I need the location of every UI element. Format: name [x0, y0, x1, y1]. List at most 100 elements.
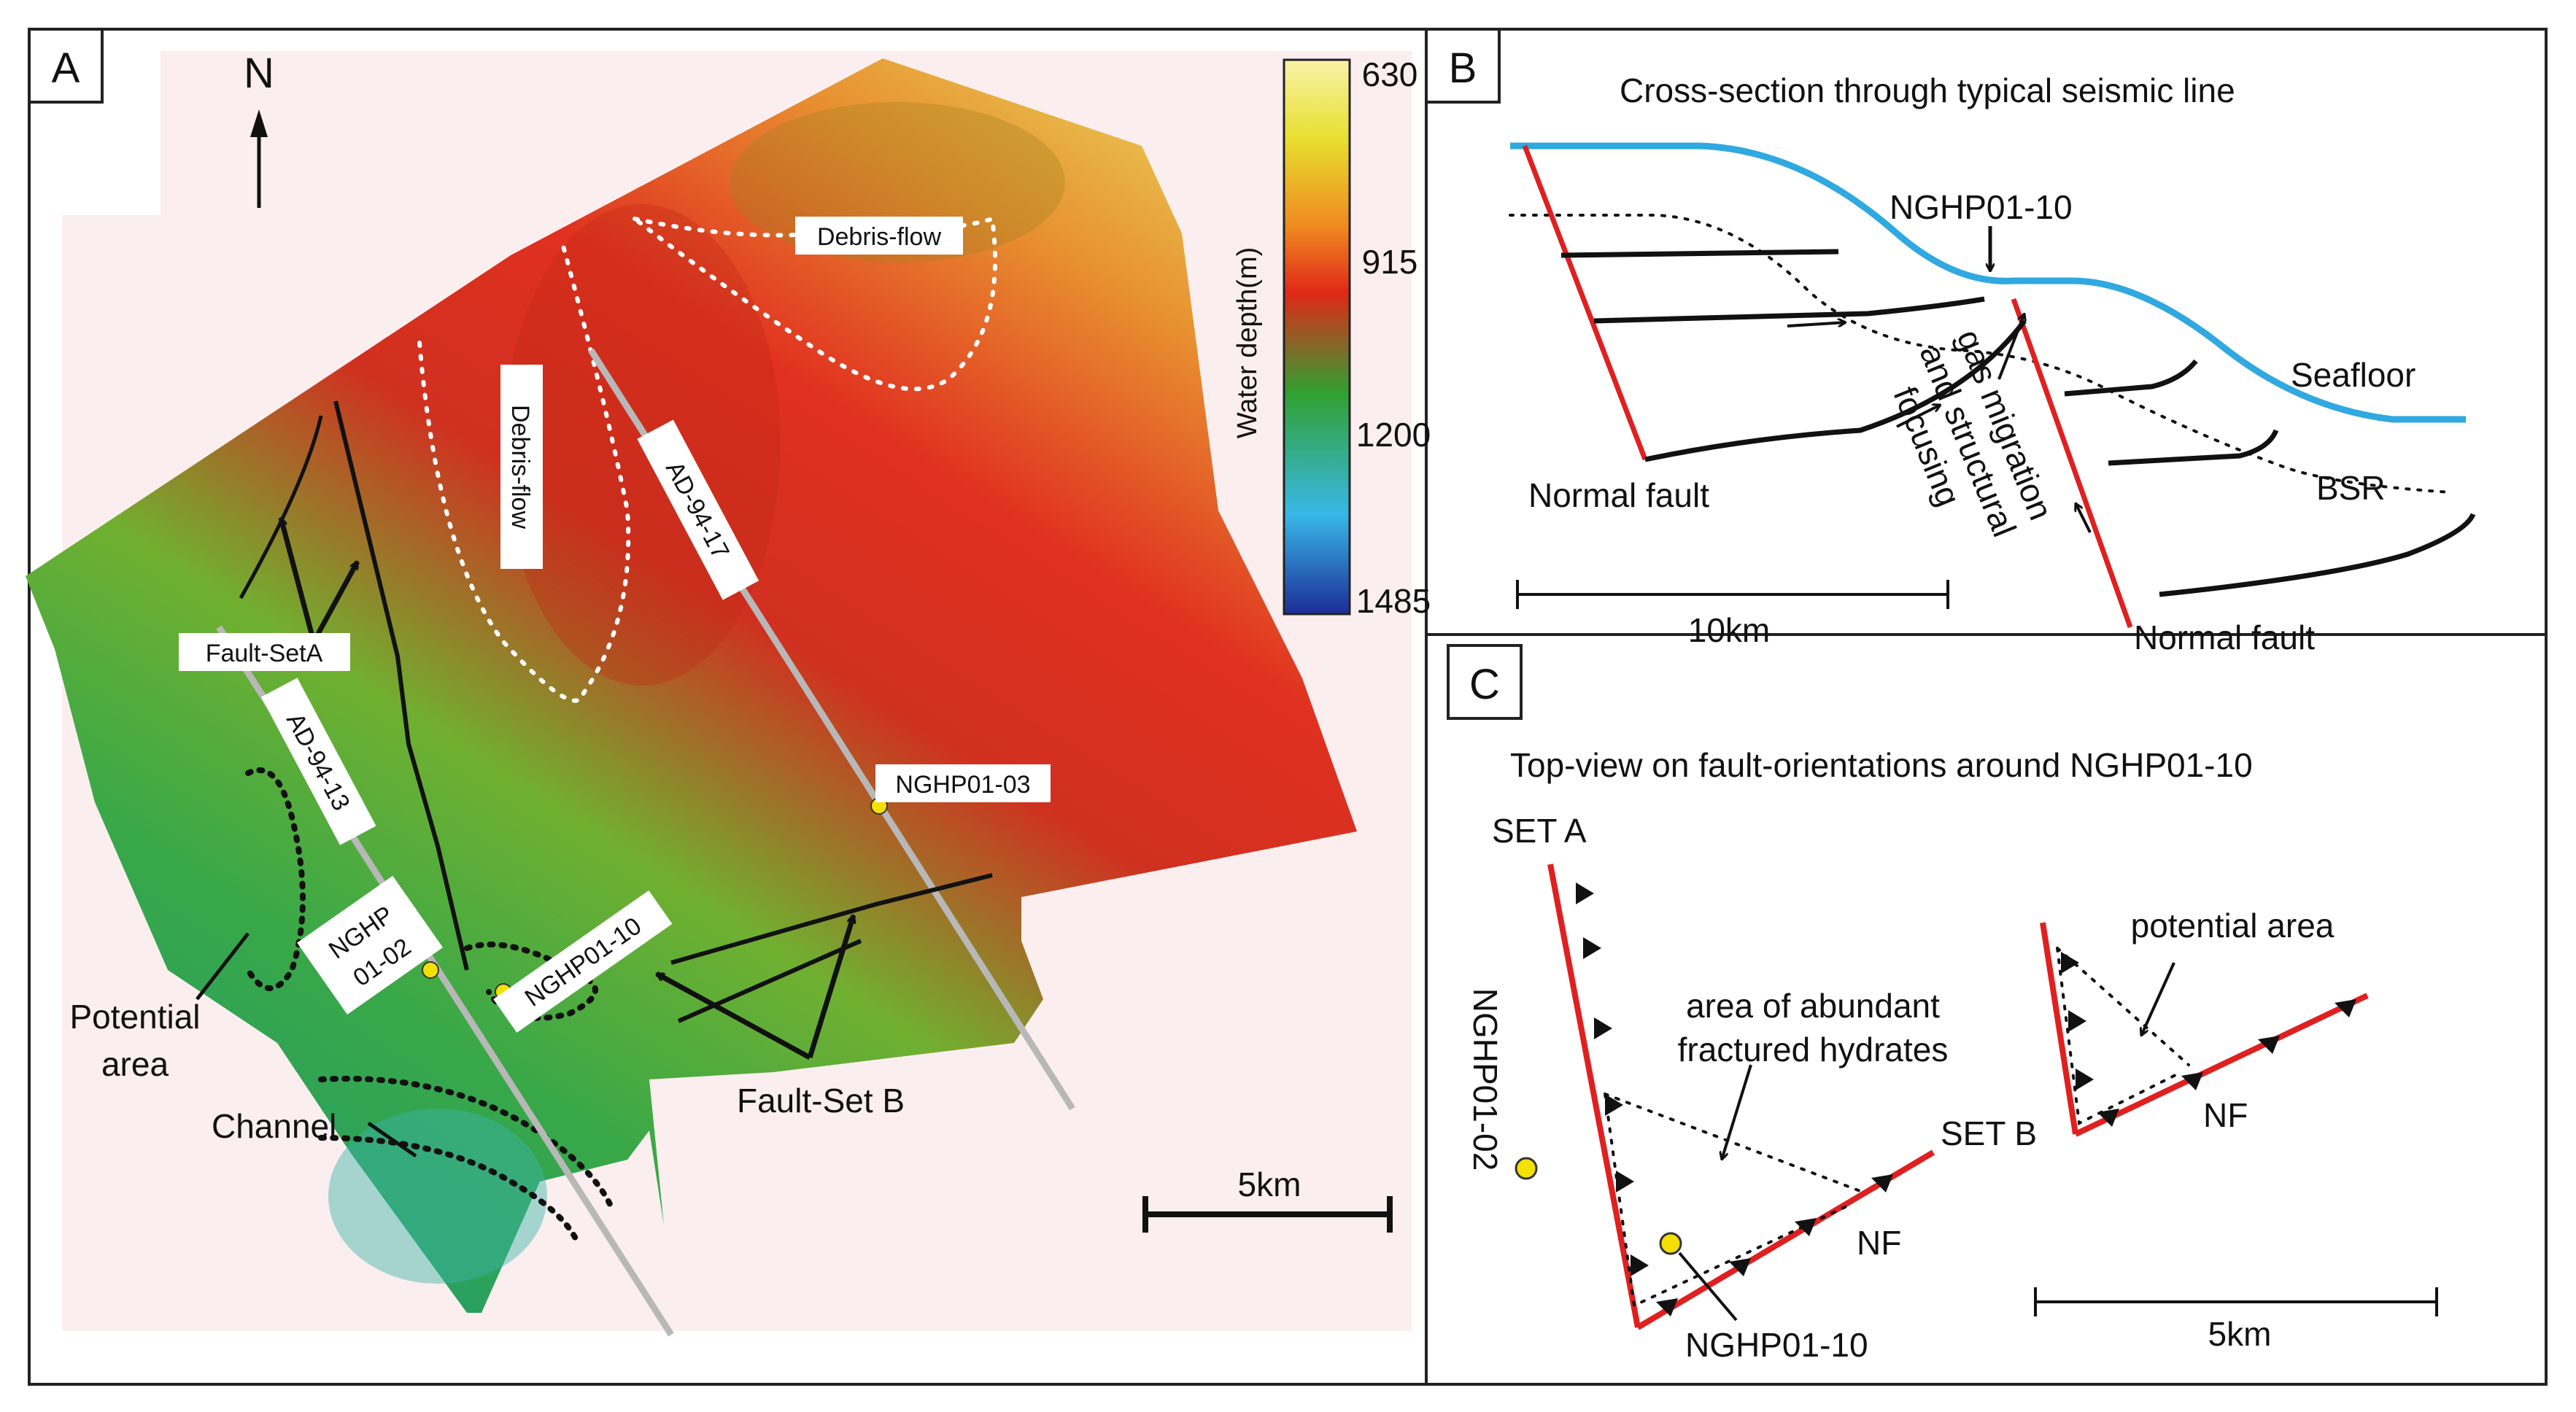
- panel-a-letter-box: [28, 28, 104, 104]
- colorbar-title: Water depth(m): [1232, 247, 1263, 439]
- label-nghp01-02-map: NGHP 01-02: [297, 875, 444, 1015]
- right-set-b-tick-3: [2258, 1036, 2280, 1054]
- panel-b-bsr-label: BSR: [2316, 469, 2386, 507]
- scale-bar-c-label: 5km: [2208, 1315, 2272, 1353]
- reflector-4: [2064, 359, 2198, 397]
- fault-set-b-line: [670, 873, 993, 965]
- colorbar: [1283, 58, 1351, 616]
- label-potential-area-line1: Potential: [69, 998, 200, 1036]
- potential-area-outline: [245, 767, 306, 991]
- set-a-tick-3: [1594, 1017, 1612, 1039]
- normal-fault-left-line: [1522, 144, 1648, 461]
- panel-b-letter-box: [1425, 28, 1501, 104]
- fault-set-a-arrow-left: [281, 518, 317, 643]
- panel-c-letter: C: [1469, 661, 1500, 708]
- label-nghp01-03: NGHP01-03: [875, 764, 1051, 802]
- abundant-area-outline: [1604, 1093, 1865, 1308]
- panel-c-well-left: NGHP01-02: [1466, 988, 1504, 1171]
- label-fault-set-a: Fault-SetA: [179, 633, 350, 671]
- label-debris-flow-middle: Debris-flow: [500, 365, 543, 569]
- panel-c-abundant-line2: fractured hydrates: [1678, 1031, 1949, 1068]
- set-a-tick-6: [1631, 1254, 1649, 1276]
- svg-text:Debris-flow: Debris-flow: [817, 223, 941, 251]
- debris-flow-outline-middle: [417, 238, 631, 703]
- panel-c-letter-box: [1447, 644, 1523, 720]
- colorbar-tick-1485: 1485: [1356, 582, 1431, 620]
- right-potential-arrow: [2141, 962, 2175, 1036]
- set-a-fault-line: [1547, 864, 1641, 1328]
- right-set-b-tick-4: [2335, 999, 2356, 1017]
- channel-arrow: [367, 1121, 417, 1158]
- panel-c-set-a: SET A: [1492, 812, 1587, 850]
- panel-b-seafloor-label: Seafloor: [2291, 356, 2416, 394]
- reflector-3: [1644, 319, 2027, 462]
- set-a-tick-4: [1605, 1094, 1623, 1116]
- abundant-area-arrow: [1722, 1064, 1752, 1160]
- migration-arrow-4: [2076, 503, 2092, 533]
- panel-c-well-nghp01-02: [1515, 1157, 1538, 1180]
- seafloor-line: [1510, 142, 2466, 423]
- panel-c-well-pointer: [1678, 1252, 1738, 1322]
- scale-bar-b-label: 10km: [1688, 611, 1770, 649]
- right-set-b-tick-1: [2097, 1109, 2119, 1127]
- panel-a-letter: A: [52, 44, 80, 92]
- panel-b-normal-fault-right: Normal fault: [2134, 618, 2315, 656]
- right-set-a-tick-2: [2068, 1010, 2086, 1032]
- panel-b-letter: B: [1449, 44, 1477, 92]
- migration-arrow-3: [1997, 314, 2024, 380]
- fault-set-b-lower: [677, 939, 862, 1023]
- svg-text:Fault-SetA: Fault-SetA: [206, 640, 323, 667]
- fault-set-a-arrow-right: [311, 562, 360, 643]
- set-b-tick-1: [1656, 1298, 1678, 1316]
- panel-c: C Top-view on fault-orientations around …: [1447, 644, 2438, 1364]
- fault-set-b-arrow-left: [657, 971, 811, 1060]
- svg-text:Debris-flow: Debris-flow: [506, 405, 534, 529]
- panel-c-potential: potential area: [2131, 907, 2335, 944]
- scale-bar-a-label: 5km: [1238, 1165, 1301, 1203]
- panel-a: Debris-flow Debris-flow Fault-SetA AD-94…: [26, 28, 1431, 1337]
- reflector-6: [2159, 513, 2476, 597]
- debris-flow-outline-upper: [633, 216, 997, 392]
- fault-set-a-branch: [239, 415, 323, 600]
- right-set-b-tick-2: [2181, 1072, 2203, 1090]
- channel-outline-upper: [318, 1076, 616, 1214]
- reflector-1: [1560, 249, 1839, 258]
- right-set-a-tick-3: [2076, 1068, 2094, 1090]
- north-arrow-head: [250, 109, 268, 137]
- reflector-2: [1593, 296, 1985, 324]
- label-fault-set-b: Fault-Set B: [737, 1082, 905, 1120]
- label-channel: Channel: [212, 1107, 336, 1145]
- panel-c-well-center: NGHP01-10: [1685, 1326, 1868, 1364]
- set-a-tick-1: [1576, 882, 1594, 904]
- fault-set-b-arrow-right: [807, 915, 854, 1059]
- set-a-tick-2: [1583, 937, 1601, 959]
- right-set-b-line: [2074, 993, 2369, 1137]
- migration-arrow-2: [1896, 405, 1941, 428]
- panel-b-title: Cross-section through typical seismic li…: [1620, 71, 2235, 109]
- well-area-outline: [464, 942, 598, 1021]
- reflector-5: [2108, 429, 2279, 466]
- right-set-a-line: [2040, 922, 2078, 1135]
- panel-c-set-b: SET B: [1941, 1114, 2037, 1152]
- map-shade-c: [328, 1109, 547, 1284]
- bsr-line: [1509, 214, 2453, 494]
- colorbar-tick-630: 630: [1362, 55, 1418, 93]
- colorbar-tick-1200: 1200: [1356, 416, 1431, 454]
- well-nghp01-02: [422, 961, 439, 979]
- fault-set-a-line: [333, 400, 469, 971]
- panel-c-nf-right: NF: [2203, 1096, 2248, 1134]
- label-debris-flow-upper: Debris-flow: [795, 217, 963, 255]
- panel-c-title: Top-view on fault-orientations around NG…: [1510, 746, 2253, 784]
- set-a-tick-5: [1616, 1171, 1634, 1192]
- set-b-tick-2: [1729, 1258, 1751, 1276]
- label-potential-area-line2: area: [101, 1045, 169, 1083]
- panel-b-normal-fault-left: Normal fault: [1528, 476, 1709, 514]
- set-b-tick-4: [1871, 1174, 1893, 1192]
- panel-c-well-nghp01-10: [1659, 1232, 1682, 1255]
- normal-fault-right-line: [2011, 298, 2133, 629]
- channel-outline-lower: [318, 1135, 579, 1243]
- right-potential-outline: [2056, 947, 2190, 1126]
- potential-arrow: [196, 932, 250, 1001]
- svg-text:NGHP01-03: NGHP01-03: [895, 771, 1030, 799]
